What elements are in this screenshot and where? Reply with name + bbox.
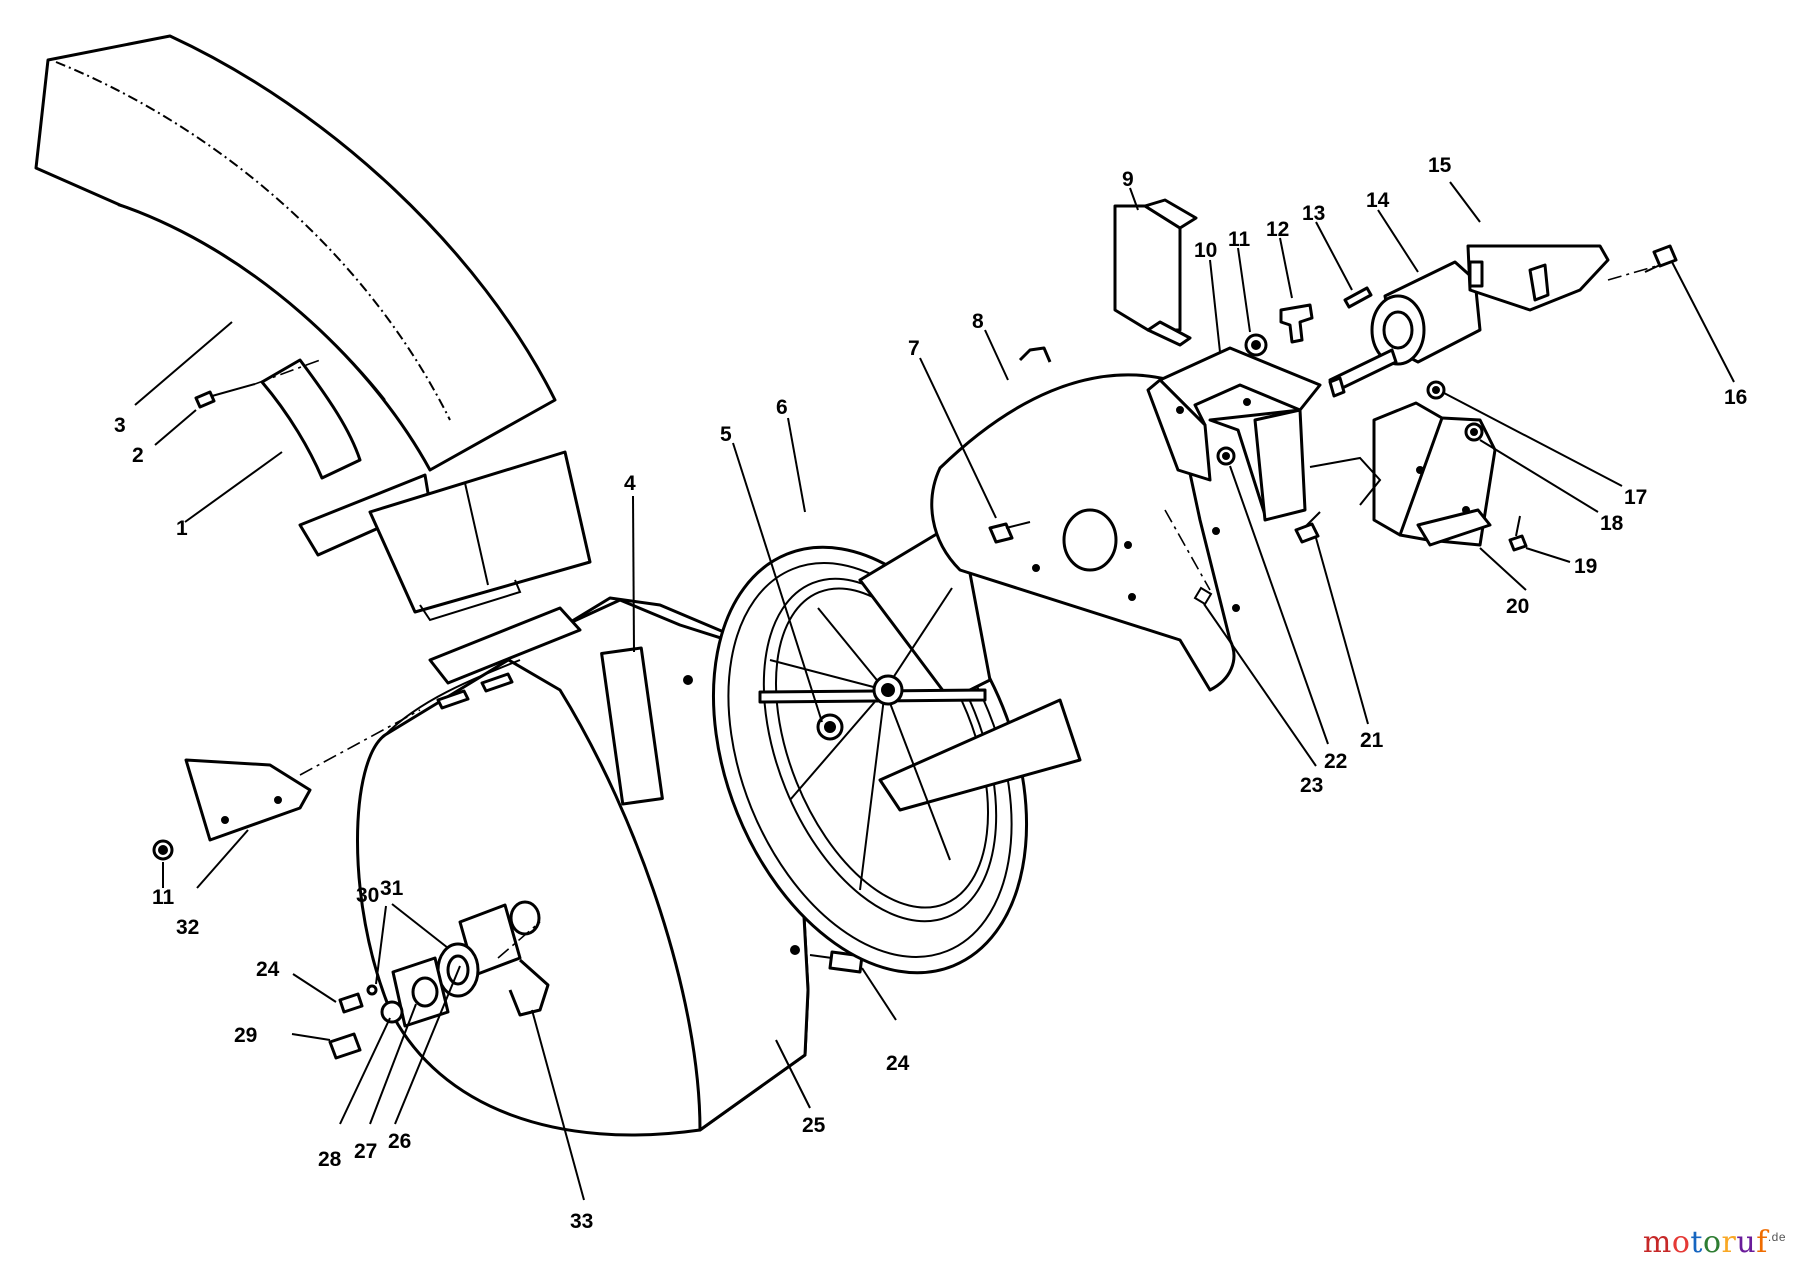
nut-11-bottom <box>152 839 174 861</box>
watermark-letter: o <box>1702 1225 1722 1260</box>
callout-4: 4 <box>624 472 636 495</box>
callout-22: 22 <box>1324 750 1347 773</box>
callout-labels: 3 2 1 4 5 6 7 8 9 10 11 12 13 14 15 16 1… <box>114 154 1747 1233</box>
callout-32: 32 <box>176 916 199 939</box>
screw-19 <box>1508 515 1528 552</box>
pin-13 <box>1343 286 1373 309</box>
screw-2 <box>194 359 321 409</box>
watermark-letter: u <box>1736 1225 1757 1260</box>
watermark-logo: motoruf.de <box>1643 1225 1786 1260</box>
callout-21: 21 <box>1360 729 1384 752</box>
callout-26: 26 <box>388 1130 411 1153</box>
nut-17 <box>1426 380 1446 400</box>
callout-7: 7 <box>908 337 920 360</box>
guard-15 <box>1466 244 1661 312</box>
callout-30: 30 <box>356 884 379 907</box>
callout-6: 6 <box>776 396 788 419</box>
callout-3: 3 <box>114 414 126 437</box>
callout-17: 17 <box>1624 486 1647 509</box>
motor <box>1328 260 1482 398</box>
leader-lines <box>134 181 1735 1201</box>
callout-11-top: 11 <box>1228 228 1251 251</box>
watermark-brand: motoruf <box>1643 1225 1768 1260</box>
screw-24-right <box>809 950 864 974</box>
callout-9: 9 <box>1122 168 1134 191</box>
callout-20: 20 <box>1506 595 1529 618</box>
nut-18 <box>1464 422 1484 442</box>
nut-11-top <box>1244 333 1268 357</box>
callout-16: 16 <box>1724 386 1747 409</box>
callout-25: 25 <box>802 1114 826 1137</box>
callout-15: 15 <box>1428 154 1452 177</box>
callout-27: 27 <box>354 1140 377 1163</box>
callout-11-bottom: 11 <box>152 886 175 909</box>
callout-19: 19 <box>1574 555 1597 578</box>
callout-33: 33 <box>570 1210 593 1233</box>
discharge-chute-upper <box>34 34 557 472</box>
callout-23: 23 <box>1300 774 1323 797</box>
callout-10: 10 <box>1194 239 1217 262</box>
watermark-letter: t <box>1690 1225 1703 1260</box>
callout-5: 5 <box>720 423 732 446</box>
callout-28: 28 <box>318 1148 342 1171</box>
wing-knob-12 <box>1279 303 1314 344</box>
callout-12: 12 <box>1266 218 1289 241</box>
callout-29: 29 <box>234 1024 257 1047</box>
screw-7 <box>988 521 1031 544</box>
clip-23 <box>1164 509 1213 606</box>
watermark-letter: o <box>1671 1225 1691 1260</box>
back-plate <box>930 346 1240 692</box>
callout-24-left: 24 <box>256 958 280 981</box>
motor-mount-bracket <box>1146 346 1322 522</box>
callout-24-right: 24 <box>886 1052 910 1075</box>
watermark-suffix: .de <box>1767 1230 1786 1244</box>
screw-21 <box>1294 511 1321 544</box>
callout-13: 13 <box>1302 202 1325 225</box>
watermark-letter: r <box>1721 1225 1737 1260</box>
callout-2: 2 <box>132 444 144 467</box>
bracket-20 <box>1309 401 1497 547</box>
callout-14: 14 <box>1366 189 1390 212</box>
watermark-letter: m <box>1642 1225 1672 1260</box>
watermark-letter: f <box>1756 1225 1768 1260</box>
deflector-32 <box>184 709 421 842</box>
callout-31: 31 <box>380 877 404 900</box>
nut-22 <box>1216 446 1236 466</box>
callout-18: 18 <box>1600 512 1624 535</box>
screw-16 <box>1644 244 1678 273</box>
callout-1: 1 <box>176 517 188 540</box>
callout-8: 8 <box>972 310 984 333</box>
bracket-9 <box>1113 198 1198 347</box>
chute-bracket <box>260 358 592 622</box>
